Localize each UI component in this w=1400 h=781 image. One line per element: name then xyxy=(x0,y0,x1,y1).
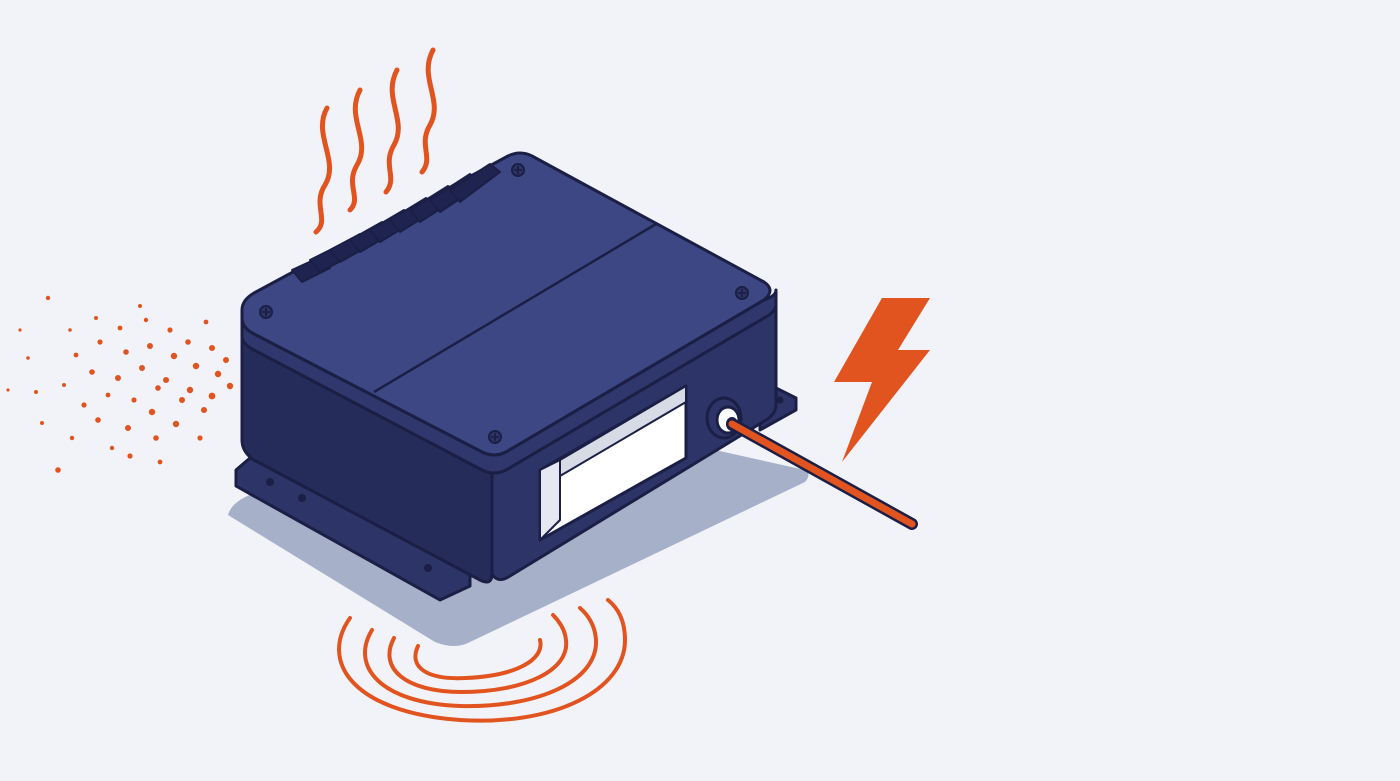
dust-particles-icon xyxy=(6,295,234,473)
heat-waves-icon xyxy=(313,47,437,235)
lid-screws xyxy=(259,163,749,444)
enclosure-lid-edge xyxy=(240,288,778,475)
power-cable xyxy=(726,418,918,530)
vibration-waves-icon xyxy=(337,598,628,723)
lid-seam xyxy=(373,222,657,394)
cooling-vents xyxy=(291,163,501,283)
enclosure-box-icon xyxy=(234,151,798,602)
lightning-bolt-icon xyxy=(834,298,930,462)
enclosure-left-face xyxy=(240,328,494,584)
